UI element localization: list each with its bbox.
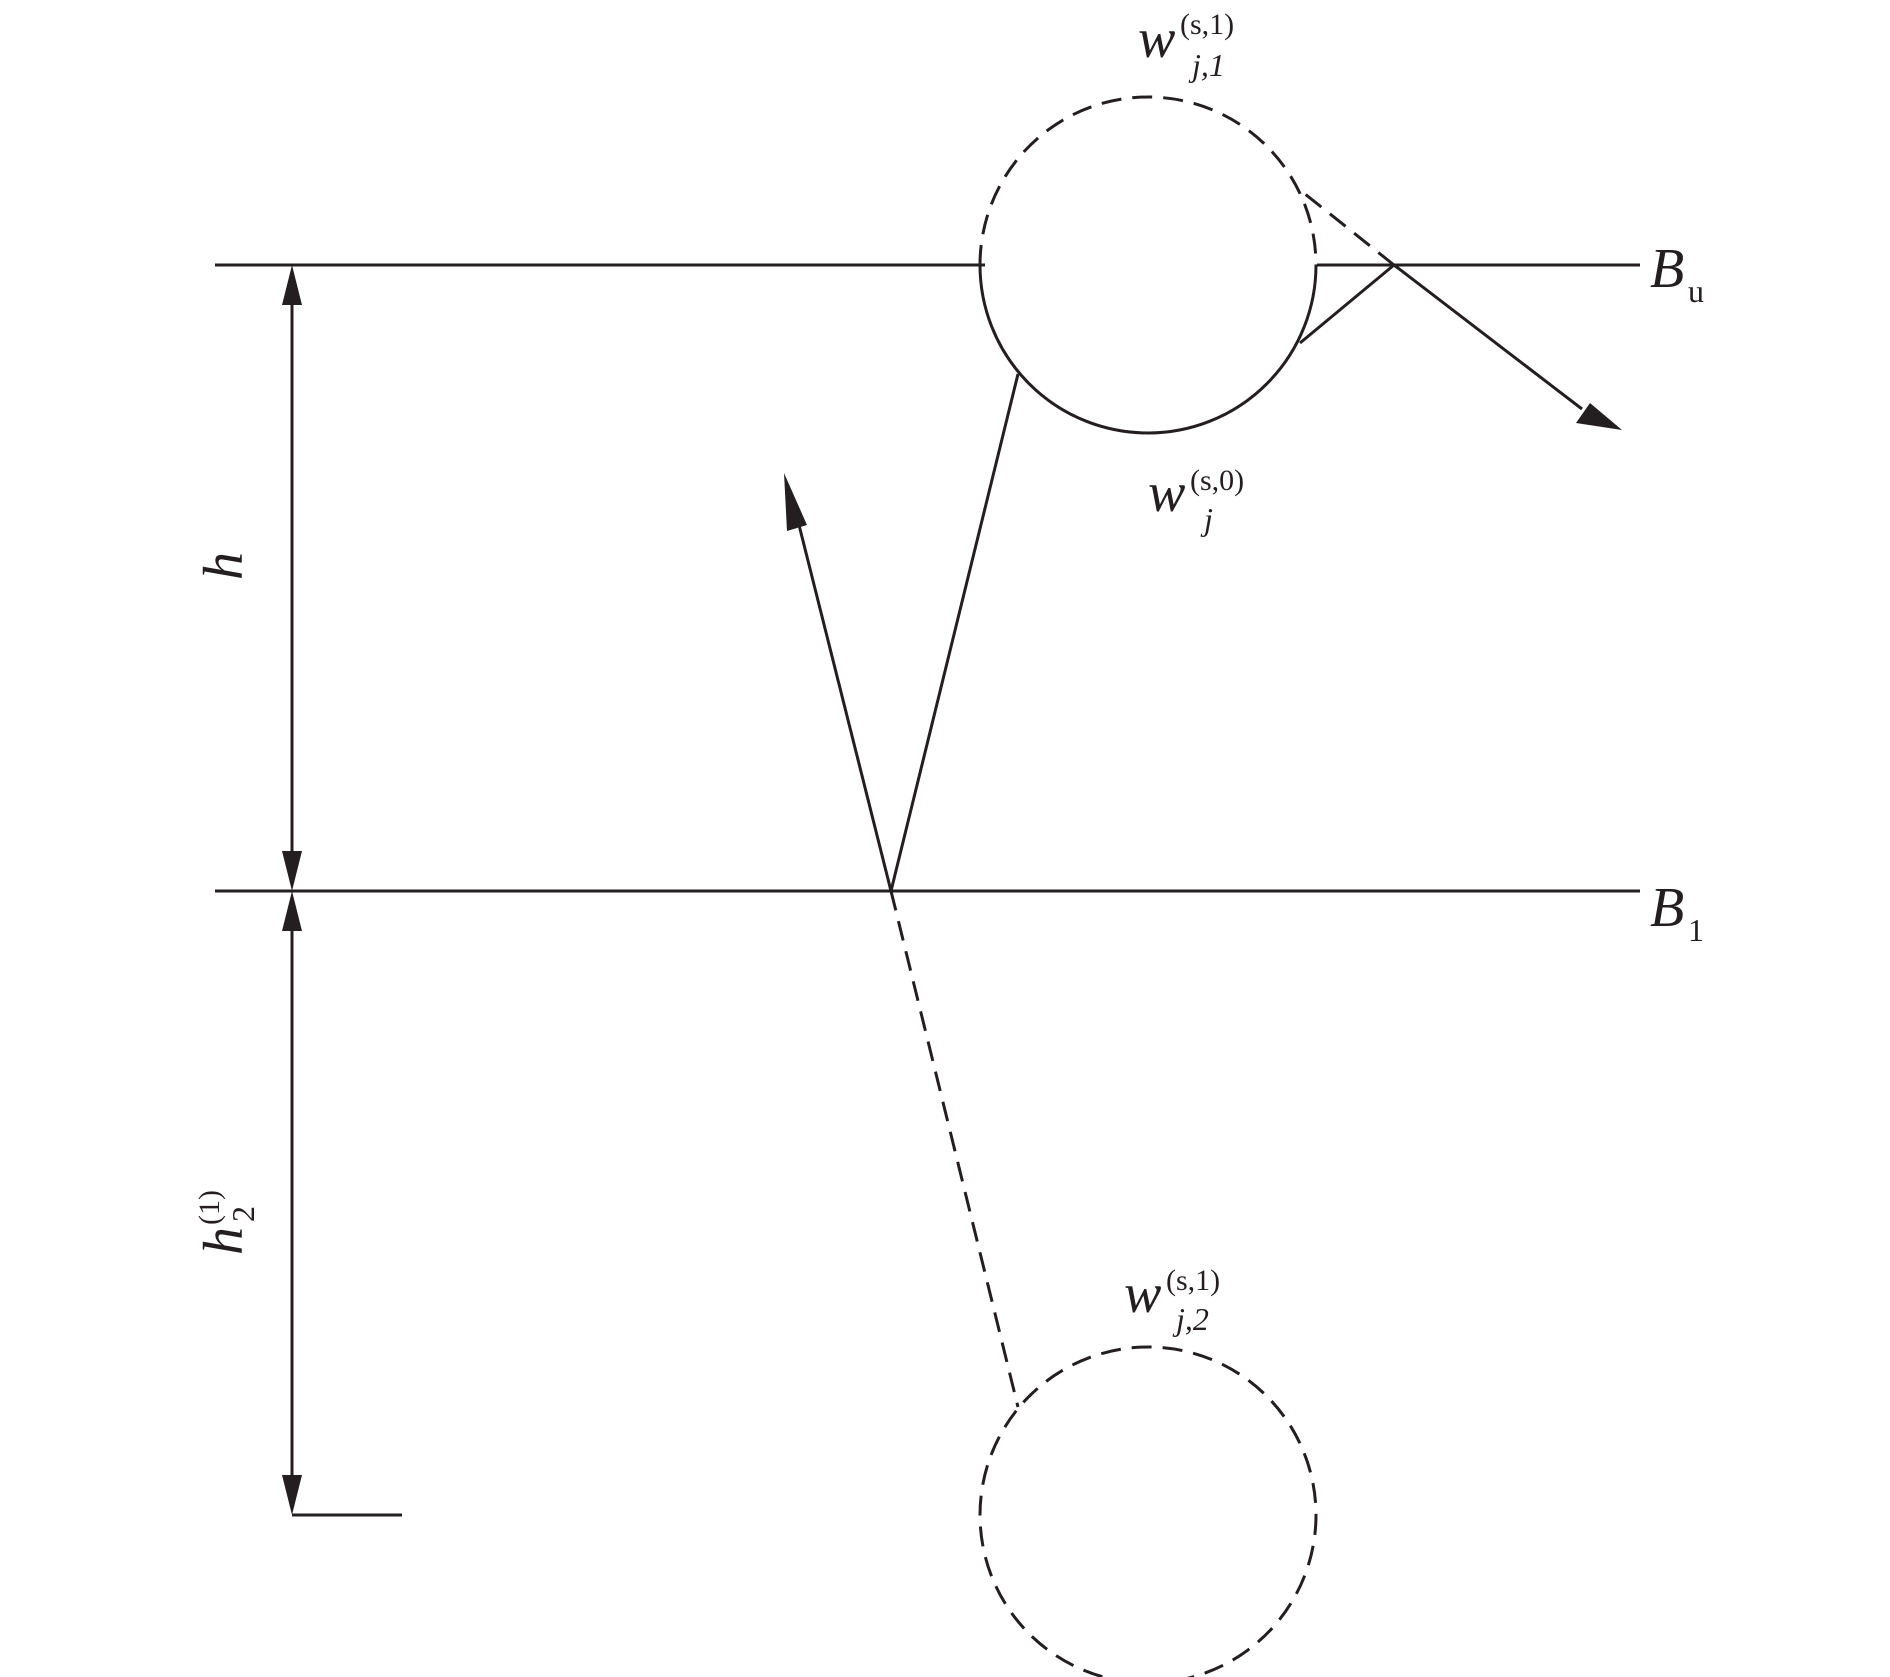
lower-image-label-main: w	[1124, 1263, 1161, 1325]
image-ray-lower	[889, 890, 1020, 1408]
h2-subscript: 2	[225, 1206, 261, 1222]
upper-image-label-main: w	[1138, 8, 1175, 70]
h-arrowhead-bottom	[282, 851, 302, 891]
upper-image-label-sub: j,1	[1188, 47, 1225, 83]
h2-main: h	[193, 1227, 255, 1255]
h2-superscript: (1)	[193, 1190, 226, 1225]
reflected-ray-upper-arrowhead	[1576, 403, 1622, 430]
image-source-circle	[978, 1345, 1318, 1677]
image-ray-upper	[1299, 188, 1395, 267]
upper-image-label-sup: (s,1)	[1180, 8, 1234, 41]
incident-ray-upper	[1299, 263, 1395, 345]
reflected-ray-lower	[794, 512, 893, 892]
h2-arrowhead-bottom	[282, 1475, 302, 1515]
h2-arrowhead-top	[282, 891, 302, 931]
lower-image-label-sub: j,2	[1172, 1301, 1209, 1337]
source-circle-upper-half	[978, 95, 1318, 266]
source-label-sub: j	[1200, 501, 1213, 537]
h-dimension-label: h	[193, 552, 255, 580]
reflected-ray-upper	[1393, 263, 1583, 411]
source-circle-lower-half	[978, 264, 1318, 435]
lower-image-label-sup: (s,1)	[1166, 1264, 1220, 1297]
h-arrowhead-top	[282, 265, 302, 305]
source-label-sup: (s,0)	[1190, 464, 1244, 497]
reflected-ray-lower-arrowhead	[784, 473, 807, 531]
source-label-main: w	[1148, 462, 1185, 524]
incident-ray-lower	[889, 373, 1020, 892]
h2-dimension-label: h (1) 2	[193, 1190, 261, 1255]
